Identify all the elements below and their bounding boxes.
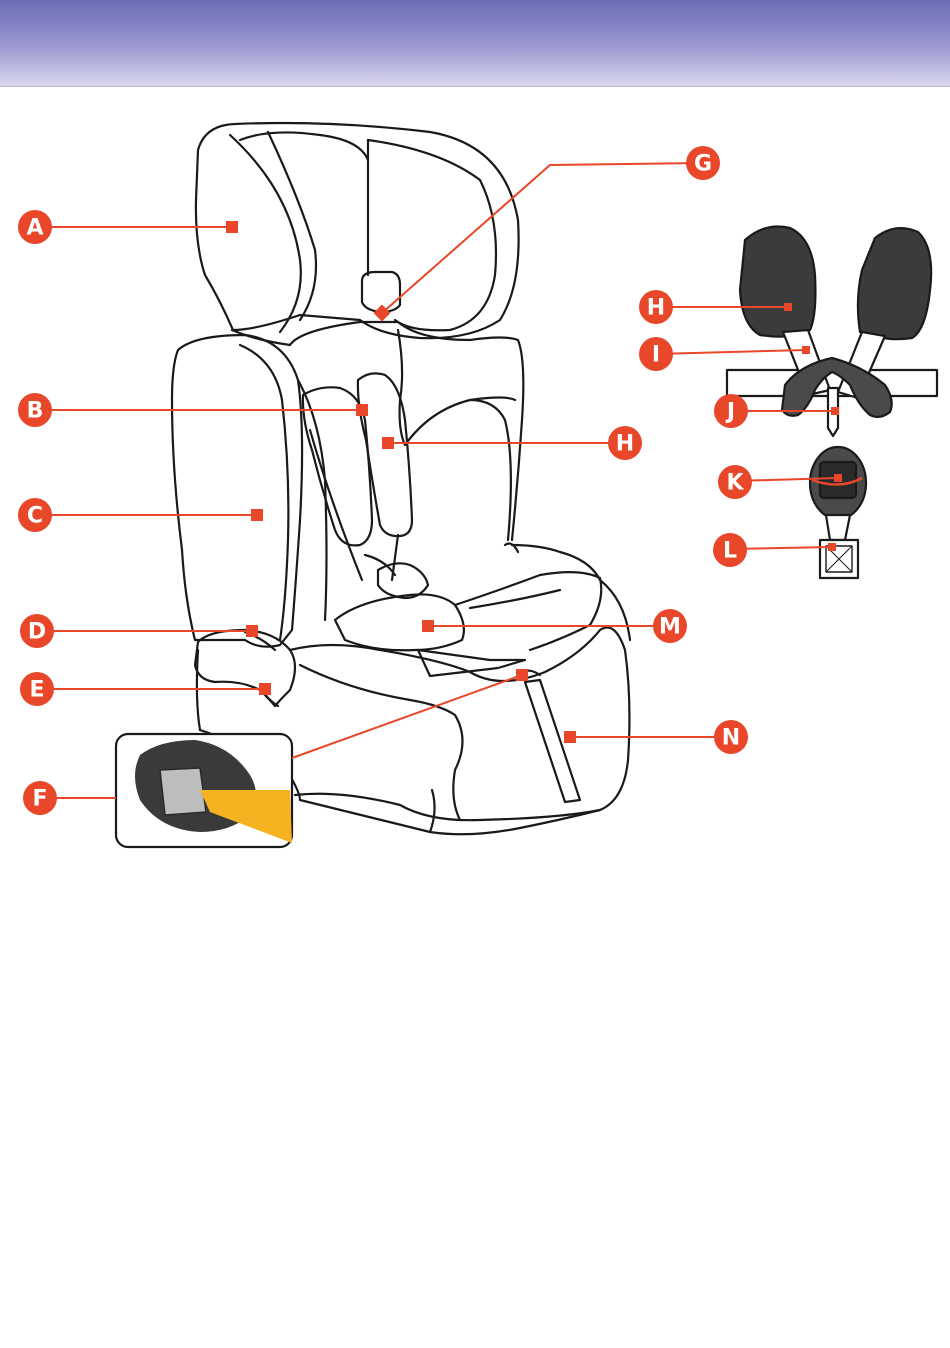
svg-text:H: H [616, 432, 634, 457]
svg-text:C: C [27, 504, 43, 529]
car-seat-illustration [172, 123, 630, 834]
callout-label-c: C [18, 498, 52, 532]
callout-label-n: N [714, 720, 748, 754]
callout-label-j: J [714, 394, 748, 428]
callout-label-a: A [18, 210, 52, 244]
svg-text:B: B [27, 399, 44, 424]
armrest [195, 630, 295, 706]
svg-text:L: L [723, 539, 737, 564]
svg-text:M: M [659, 615, 681, 640]
callout-label-l: L [713, 533, 747, 567]
shoulder-strap-right [358, 373, 412, 536]
side-wing [172, 335, 302, 647]
callout-label-f: F [23, 781, 57, 815]
headrest-outer [196, 123, 519, 338]
callout-label-h-seat: H [608, 426, 642, 460]
shoulder-pad-left [740, 227, 815, 337]
crotch-pad [335, 594, 464, 650]
headrest-inner [240, 132, 368, 160]
callout-lines [35, 163, 838, 798]
callout-label-i: I [639, 337, 673, 371]
svg-text:E: E [29, 678, 44, 703]
buckle [378, 563, 428, 598]
svg-text:H: H [647, 296, 665, 321]
callout-label-d: D [20, 614, 54, 648]
svg-text:G: G [694, 152, 712, 177]
callout-label-k: K [718, 465, 752, 499]
svg-text:A: A [26, 216, 43, 241]
svg-text:N: N [722, 726, 740, 751]
callout-label-m: M [653, 609, 687, 643]
svg-text:F: F [32, 787, 47, 812]
svg-text:I: I [652, 343, 660, 368]
callout-label-e: E [20, 672, 54, 706]
callout-label-h-pad: H [639, 290, 673, 324]
svg-text:D: D [28, 620, 46, 645]
inset-adjuster-detail [116, 734, 292, 847]
harness-detail [727, 227, 937, 579]
callout-label-b: B [18, 393, 52, 427]
svg-text:J: J [725, 400, 735, 425]
shoulder-pad-right [858, 228, 931, 339]
svg-text:K: K [726, 471, 744, 496]
callout-label-g: G [686, 146, 720, 180]
